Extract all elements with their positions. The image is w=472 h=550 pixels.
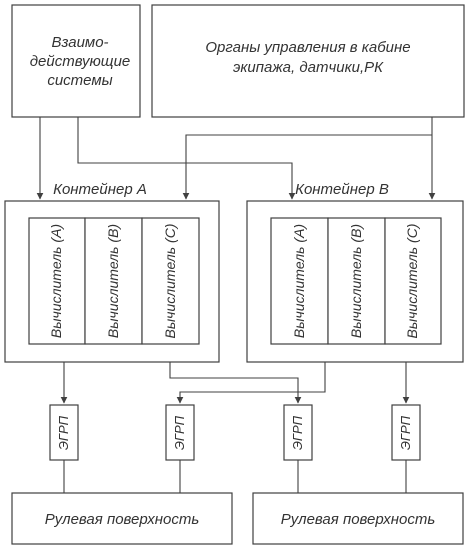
control-surface-left-label: Рулевая поверхность — [45, 511, 200, 528]
control-surfaces: Рулевая поверхность Рулевая поверхность — [11, 492, 464, 545]
container-b-title: Контейнер В — [295, 181, 389, 198]
arrow-a-to-actuator-3 — [169, 362, 302, 404]
computer-a-2 — [84, 217, 143, 345]
computer-a-1 — [28, 217, 86, 345]
computer-b-3-label: Вычислитель (С) — [404, 224, 420, 339]
actuator-2-label: ЭГРП — [172, 415, 187, 450]
interacting-systems-line2: действующие — [30, 53, 131, 70]
actuator-3-label: ЭГРП — [290, 415, 305, 450]
arrow-systems-to-b — [77, 117, 296, 200]
control-surface-left — [11, 492, 233, 545]
container-b: Вычислитель (А) Вычислитель (В) Вычислит… — [246, 200, 464, 363]
arrow-b-to-actuator-2 — [176, 362, 326, 404]
control-surface-right-label: Рулевая поверхность — [281, 511, 436, 528]
container-a: Вычислитель (А) Вычислитель (В) Вычислит… — [4, 200, 220, 363]
computer-b-2 — [327, 217, 386, 345]
interacting-systems-line1: Взаимо- — [51, 34, 108, 51]
actuator-2 — [165, 404, 195, 461]
interacting-systems-block: Взаимо- действующие системы — [11, 4, 141, 118]
actuator-4 — [391, 404, 421, 461]
actuators: ЭГРП ЭГРП ЭГРП ЭГРП — [49, 404, 421, 461]
actuator-to-surface-lines — [63, 460, 407, 493]
computer-a-3-label: Вычислитель (С) — [162, 224, 178, 339]
input-connections — [36, 117, 436, 200]
arrow-controls-to-a — [182, 134, 432, 200]
control-surface-right — [252, 492, 464, 545]
computer-a-2-label: Вычислитель (В) — [105, 224, 121, 338]
computer-a-3 — [141, 217, 200, 345]
computer-b-3 — [384, 217, 442, 345]
computer-a-1-label: Вычислитель (А) — [48, 224, 64, 338]
container-a-title: Контейнер А — [53, 181, 147, 198]
computer-b-1-label: Вычислитель (А) — [291, 224, 307, 338]
output-connections — [60, 362, 410, 404]
actuator-1-label: ЭГРП — [56, 415, 71, 450]
controls-line1: Органы управления в кабине — [205, 39, 410, 56]
cockpit-controls-block: Органы управления в кабине экипажа, датч… — [151, 4, 465, 118]
actuator-4-label: ЭГРП — [398, 415, 413, 450]
computer-b-2-label: Вычислитель (В) — [348, 224, 364, 338]
actuator-3 — [283, 404, 313, 461]
interacting-systems-line3: системы — [47, 72, 112, 89]
controls-line2: экипажа, датчики,РК — [233, 59, 384, 76]
